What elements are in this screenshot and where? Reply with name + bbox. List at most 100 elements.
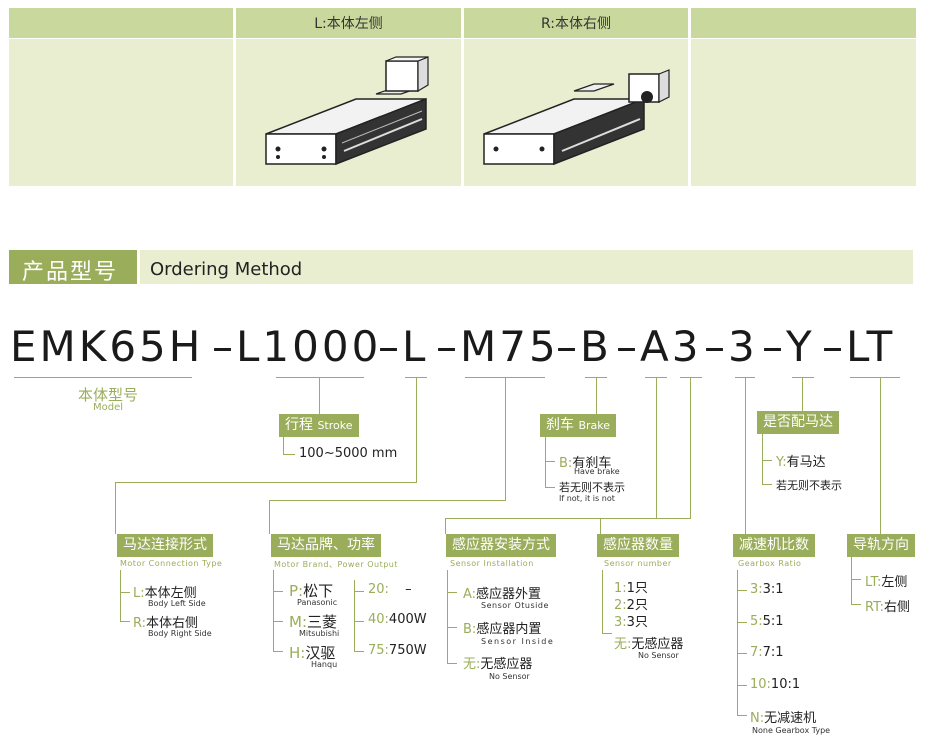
stroke-label-cn: 行程: [285, 417, 313, 433]
conn-label: 马达连接形式: [117, 534, 213, 557]
table-header-text: R:本体右侧: [540, 16, 611, 32]
code-seg-motor: –Y: [762, 322, 815, 371]
code-seg-stroke: –L1000: [212, 322, 382, 371]
conn-option-l-en: Body Left Side: [148, 599, 206, 608]
motor-yn-label: 是否配马达: [757, 411, 839, 434]
underline-motor: [792, 377, 814, 378]
brake-label-cn: 刹车: [546, 417, 574, 433]
option-value: 有马达: [786, 455, 826, 470]
option-value: 5:1: [762, 614, 784, 629]
connector: [269, 500, 270, 534]
connector: [447, 663, 457, 664]
option-value: 2只: [626, 598, 648, 613]
table-cell-3: [464, 39, 688, 186]
option-value: 有刹车: [572, 456, 612, 471]
connector: [354, 651, 364, 652]
connector: [880, 377, 881, 534]
connector: [545, 461, 555, 462]
sensor-num-none: 无:无感应器: [614, 633, 683, 652]
gear-option-7: 7:7:1: [750, 645, 784, 660]
sensor-option-a: A:感应器外置: [463, 583, 541, 602]
guide-label: 导轨方向: [847, 534, 915, 557]
connector: [690, 377, 691, 518]
brake-option-b-en: Have brake: [574, 467, 620, 476]
option-key: RT:: [865, 600, 884, 615]
gear-label: 减速机比数: [733, 534, 815, 557]
conn-label-en: Motor Connection Type: [120, 559, 223, 568]
connector: [416, 377, 417, 482]
code-seg-conn: –L: [378, 322, 429, 371]
connector: [354, 591, 364, 592]
connector: [602, 633, 612, 634]
option-key: 3:: [750, 582, 763, 597]
connector: [505, 377, 506, 500]
connector: [354, 621, 364, 622]
brand-label-en: Motor Brand、Power Output: [274, 560, 399, 569]
actuator-right-illustration: [483, 69, 670, 166]
connector: [762, 434, 763, 484]
brake-label-en: Brake: [578, 419, 611, 432]
sensor-option-b: B:感应器内置: [463, 618, 541, 637]
power-option-20: 20: –: [368, 582, 412, 597]
sensor-num-2: 2:2只: [614, 594, 648, 613]
connector: [273, 651, 283, 652]
connector: [120, 570, 121, 622]
option-key: P:: [289, 582, 304, 600]
stroke-label: 行程 Stroke: [279, 414, 359, 437]
motor-option-none: 若无则不表示: [776, 479, 842, 492]
table-cell-4: [691, 39, 916, 186]
option-key: 1:: [614, 581, 627, 596]
option-value: 无感应器: [631, 637, 684, 652]
option-key: 3:: [614, 615, 627, 630]
connector: [545, 487, 555, 488]
option-value: 750W: [388, 643, 427, 658]
sensor-num-1: 1:1只: [614, 577, 648, 596]
table-header-text: L:本体左侧: [314, 16, 383, 32]
gear-option-n: N:无减速机: [750, 707, 816, 726]
conn-option-r: R:本体右侧: [133, 612, 198, 631]
connector: [737, 685, 747, 686]
table-cell-1: [9, 39, 233, 186]
connector: [283, 437, 284, 454]
option-value: 7:1: [762, 645, 784, 660]
sensor-option-none: 无:无感应器: [463, 653, 532, 672]
option-key: B:: [463, 622, 477, 637]
conn-option-r-en: Body Right Side: [148, 629, 212, 638]
option-key: 40:: [368, 612, 389, 627]
sensor-num-none-en: No Sensor: [638, 651, 679, 660]
option-key: B:: [559, 456, 573, 471]
connector: [602, 570, 603, 634]
sensor-option-b-en: Sensor Inside: [481, 637, 555, 646]
conn-option-l: L:本体左侧: [133, 582, 197, 601]
gear-option-5: 5:5:1: [750, 614, 784, 629]
brand-option-p: P:松下: [289, 580, 333, 601]
brand-option-m-en: Mitsubishi: [299, 629, 340, 638]
connector: [600, 518, 691, 519]
option-key: LT:: [865, 575, 882, 590]
connector: [851, 604, 861, 605]
connector: [545, 437, 546, 487]
brand-option-h: H:汉驱: [289, 642, 335, 663]
connector: [656, 377, 657, 518]
gear-option-10: 10:10:1: [750, 677, 800, 692]
code-seg-guide: –LT: [822, 322, 896, 371]
connector: [762, 460, 772, 461]
table-cell-2: [236, 39, 461, 186]
stroke-label-en: Stroke: [317, 419, 353, 432]
connector: [120, 592, 130, 593]
option-key: M:: [289, 613, 307, 631]
connector: [762, 484, 772, 485]
option-value: 右侧: [883, 600, 910, 615]
section-subtitle: Ordering Method: [150, 259, 303, 280]
connector: [745, 377, 746, 534]
connector: [120, 621, 130, 622]
connector: [737, 622, 747, 623]
option-key: 20:: [368, 582, 389, 597]
brake-label: 刹车 Brake: [540, 414, 617, 437]
connector: [115, 482, 417, 483]
option-value: 400W: [388, 612, 427, 627]
code-seg-brake: –B: [556, 322, 612, 371]
connector: [737, 570, 738, 716]
guide-option-lt: LT:左侧: [865, 571, 907, 590]
option-value: 本体左侧: [144, 586, 197, 601]
